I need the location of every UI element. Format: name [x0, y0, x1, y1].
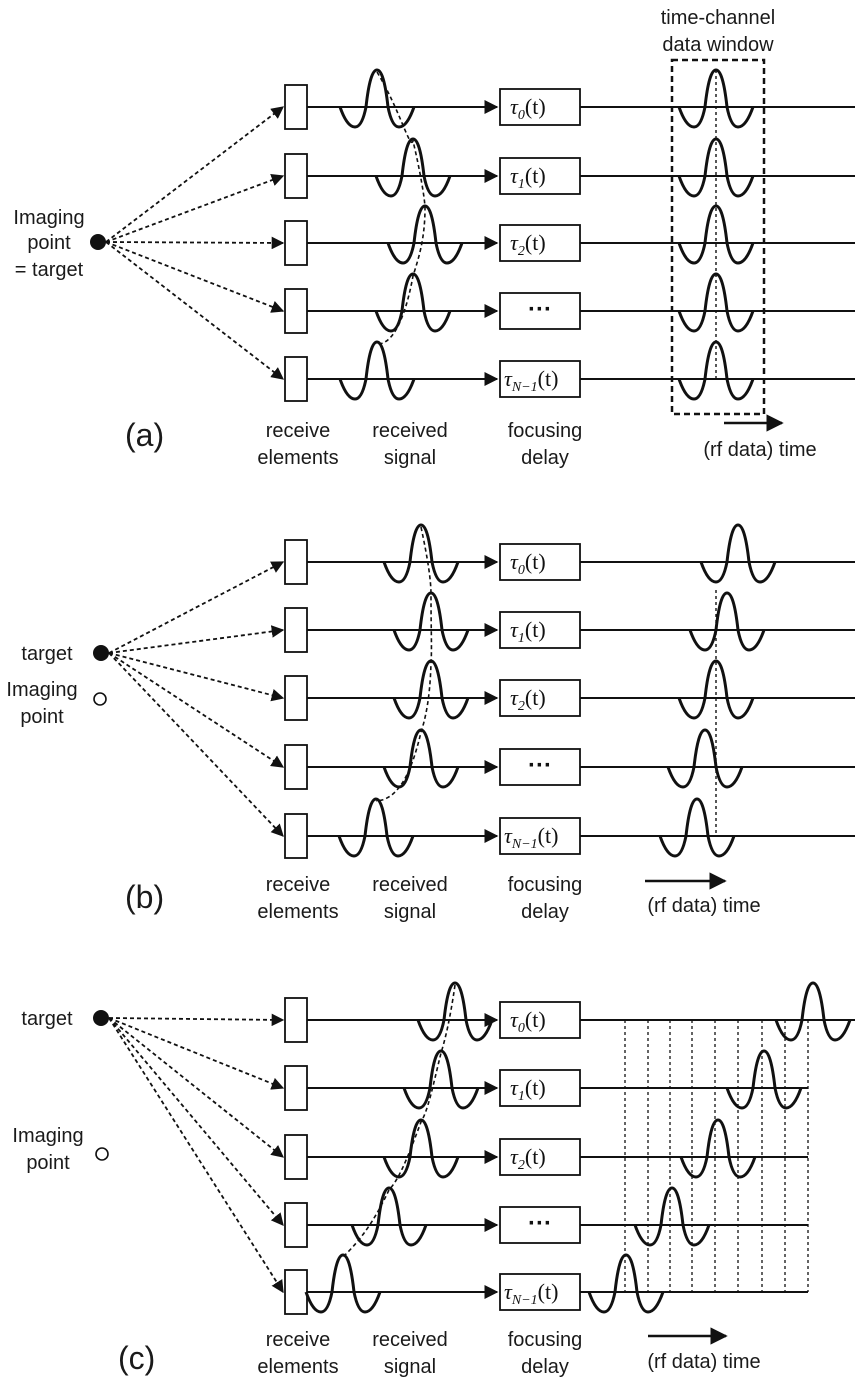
receive-elements-a — [284, 84, 308, 402]
arrival-curve-b — [375, 526, 433, 802]
panel-a-tag: (a) — [125, 417, 164, 453]
channel-lines-b — [307, 555, 855, 843]
panel-b-tag: (b) — [125, 879, 164, 915]
svg-text:τN−1(t): τN−1(t) — [504, 1279, 558, 1308]
svg-text:τ1(t): τ1(t) — [510, 617, 546, 646]
received-signal-label-b-1: received — [372, 874, 448, 896]
delay-labels-a: τ0(t) τ1(t) τ2(t) ··· τN−1(t) — [504, 94, 558, 395]
svg-text:···: ··· — [528, 752, 552, 779]
svg-text:τ2(t): τ2(t) — [510, 685, 546, 714]
received-signal-label-b-2: signal — [384, 901, 436, 923]
svg-text:τ0(t): τ0(t) — [510, 1007, 546, 1036]
svg-text:τ2(t): τ2(t) — [510, 1144, 546, 1173]
focusing-delay-label-a-2: delay — [521, 447, 569, 469]
imaging-point-label-c-1: Imaging — [12, 1125, 83, 1147]
delay-boxes-c — [499, 1001, 581, 1311]
imaging-point-circle-c — [95, 1147, 109, 1161]
target-label-c: target — [21, 1008, 73, 1030]
received-signal-label-a-1: received — [372, 420, 448, 442]
focusing-delay-label-c-1: focusing — [508, 1329, 583, 1351]
target-dot — [90, 234, 106, 250]
received-signal-label-c-2: signal — [384, 1356, 436, 1378]
imaging-point-label-b-2: point — [20, 706, 64, 728]
received-signals-a — [338, 68, 464, 401]
receive-elements-label-a-1: receive — [266, 420, 330, 442]
focusing-delay-label-a-1: focusing — [508, 420, 583, 442]
svg-text:τ1(t): τ1(t) — [510, 1075, 546, 1104]
receive-elements-label-b-2: elements — [257, 901, 338, 923]
svg-text:τ0(t): τ0(t) — [510, 94, 546, 123]
delay-labels-c: τ0(t) τ1(t) τ2(t) ··· τN−1(t) — [504, 1007, 558, 1308]
receive-elements-label-b-1: receive — [266, 874, 330, 896]
received-signal-label-c-1: received — [372, 1329, 448, 1351]
arrival-curve-a — [376, 71, 426, 345]
time-label-a: (rf data) time — [703, 439, 816, 461]
receive-elements-c — [284, 997, 308, 1315]
svg-text:···: ··· — [528, 1210, 552, 1237]
target-dot-c — [93, 1010, 109, 1026]
receive-elements-label-c-2: elements — [257, 1356, 338, 1378]
receive-elements-b — [284, 539, 308, 859]
focusing-delay-label-b-2: delay — [521, 901, 569, 923]
panel-c-tag: (c) — [118, 1340, 155, 1376]
arrival-curve-c — [342, 984, 456, 1258]
channel-lines-c — [307, 1013, 855, 1299]
delay-labels-b: τ0(t) τ1(t) τ2(t) ··· τN−1(t) — [504, 549, 558, 852]
imaging-point-label-line1: Imaging — [13, 207, 84, 229]
panel-a: (a) Imaging point = target — [13, 7, 855, 469]
svg-text:τ2(t): τ2(t) — [510, 230, 546, 259]
focusing-delay-label-b-1: focusing — [508, 874, 583, 896]
svg-text:τN−1(t): τN−1(t) — [504, 823, 558, 852]
panel-b: (b) target Imaging point — [6, 523, 855, 923]
propagation-paths-b — [108, 561, 285, 837]
svg-text:τ0(t): τ0(t) — [510, 549, 546, 578]
delayed-signals-c — [587, 981, 852, 1314]
delay-boxes-a — [499, 88, 581, 398]
time-label-b: (rf data) time — [647, 895, 760, 917]
imaging-point-circle-b — [93, 692, 107, 706]
imaging-point-label-line2: point — [27, 232, 71, 254]
imaging-point-label-c-2: point — [26, 1152, 70, 1174]
svg-text:τN−1(t): τN−1(t) — [504, 366, 558, 395]
target-label-b: target — [21, 643, 73, 665]
imaging-point-label-b-1: Imaging — [6, 679, 77, 701]
received-signals-b — [337, 523, 470, 858]
time-label-c: (rf data) time — [647, 1351, 760, 1373]
focusing-delay-label-c-2: delay — [521, 1356, 569, 1378]
propagation-paths-a — [105, 106, 285, 380]
equals-target-label: = target — [15, 259, 84, 281]
receive-elements-label-c-1: receive — [266, 1329, 330, 1351]
data-window-label-line2: data window — [662, 34, 774, 56]
aligned-signals-b — [658, 523, 777, 858]
channel-lines-a — [307, 100, 855, 386]
receive-elements-label-a-2: elements — [257, 447, 338, 469]
propagation-paths-c — [108, 1013, 285, 1294]
target-dot-b — [93, 645, 109, 661]
received-signal-label-a-2: signal — [384, 447, 436, 469]
svg-text:···: ··· — [528, 296, 552, 323]
data-window-box — [670, 58, 766, 416]
received-signals-c — [304, 981, 494, 1314]
panel-c: (c) target Imaging point — [12, 981, 855, 1378]
data-window-label-line1: time-channel — [661, 7, 776, 29]
delay-boxes-b — [499, 543, 581, 855]
svg-text:τ1(t): τ1(t) — [510, 163, 546, 192]
